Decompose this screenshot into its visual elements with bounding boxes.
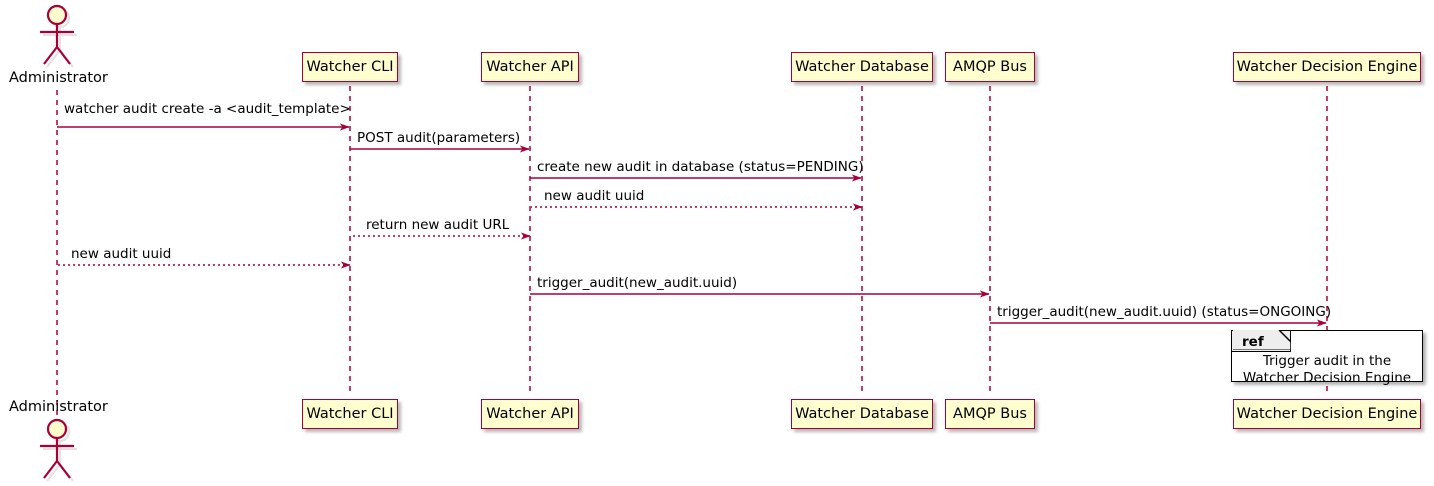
participant-box-watcher-cli-bottom[interactable]: Watcher CLI bbox=[302, 399, 398, 429]
ref-fragment-body: Trigger audit in the Watcher Decision En… bbox=[1232, 353, 1422, 387]
participant-box-decision-engine-bottom[interactable]: Watcher Decision Engine bbox=[1233, 399, 1421, 429]
lifelines-group bbox=[56, 86, 1328, 424]
participant-box-amqp-bus-bottom[interactable]: AMQP Bus bbox=[945, 399, 1035, 429]
ref-tab-notch-icon bbox=[1233, 330, 1291, 350]
participant-label: Watcher API bbox=[486, 405, 574, 422]
actor-administrator-bottom bbox=[40, 418, 77, 482]
participant-label: Watcher API bbox=[486, 58, 574, 75]
message-label-new-audit-uuid-cli: new audit uuid bbox=[71, 246, 172, 262]
ref-fragment-tab-label: ref bbox=[1242, 334, 1264, 350]
participant-box-watcher-api-top[interactable]: Watcher API bbox=[481, 52, 579, 82]
ref-fragment-line-2: Watcher Decision Engine bbox=[1242, 370, 1412, 386]
participant-label: Watcher Decision Engine bbox=[1236, 405, 1418, 422]
ref-fragment-line-1: Trigger audit in the bbox=[1262, 353, 1392, 369]
participant-label: AMQP Bus bbox=[953, 405, 1027, 422]
participant-box-amqp-bus-top[interactable]: AMQP Bus bbox=[945, 52, 1035, 82]
participant-box-watcher-db-top[interactable]: Watcher Database bbox=[791, 52, 933, 82]
participant-box-watcher-api-bottom[interactable]: Watcher API bbox=[481, 399, 579, 429]
participant-box-decision-engine-top[interactable]: Watcher Decision Engine bbox=[1233, 52, 1421, 82]
message-label-new-audit-uuid-db: new audit uuid bbox=[544, 188, 645, 204]
message-label-return-new-audit-url: return new audit URL bbox=[366, 217, 510, 233]
participant-box-watcher-db-bottom[interactable]: Watcher Database bbox=[791, 399, 933, 429]
ref-fragment: ref Trigger audit in the Watcher Decisio… bbox=[1231, 330, 1423, 386]
participant-label: Watcher Database bbox=[795, 58, 929, 75]
message-label-create-new-audit: create new audit in database (status=PEN… bbox=[537, 159, 864, 175]
message-label-trigger-audit-ongoing: trigger_audit(new_audit.uuid) (status=ON… bbox=[997, 304, 1332, 320]
ref-fragment-tab bbox=[1232, 330, 1291, 352]
participant-label: Watcher CLI bbox=[306, 405, 394, 422]
participant-label: Watcher Decision Engine bbox=[1236, 58, 1418, 75]
message-label-watcher-audit-create: watcher audit create -a <audit_template> bbox=[64, 101, 351, 117]
actor-label-administrator-bottom: Administrator bbox=[9, 399, 108, 415]
participant-label: AMQP Bus bbox=[953, 58, 1027, 75]
actor-label-administrator-top: Administrator bbox=[9, 70, 108, 86]
message-label-trigger-audit: trigger_audit(new_audit.uuid) bbox=[537, 275, 738, 291]
participant-label: Watcher CLI bbox=[306, 58, 394, 75]
actor-administrator-top bbox=[40, 4, 77, 68]
messages-group bbox=[57, 123, 1327, 327]
participant-box-watcher-cli-top[interactable]: Watcher CLI bbox=[302, 52, 398, 82]
participant-label: Watcher Database bbox=[795, 405, 929, 422]
message-label-post-audit: POST audit(parameters) bbox=[357, 130, 521, 146]
